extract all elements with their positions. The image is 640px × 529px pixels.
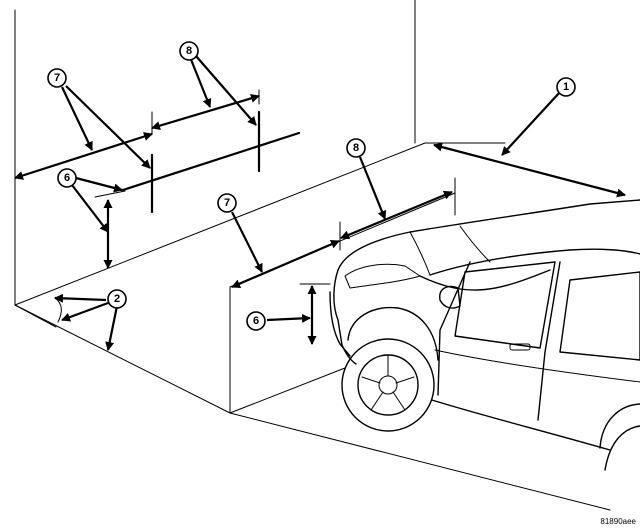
dimension-arrow-7-vehicle <box>231 239 340 289</box>
vehicle-grille <box>344 263 421 289</box>
callout-8-wall: 8 <box>179 41 199 61</box>
dimension-arrow-1-floor-depth <box>433 142 626 198</box>
vehicle-cowl-line <box>419 269 551 291</box>
vehicle-bumper-lower <box>329 291 351 357</box>
callout-8-wall-label: 8 <box>186 45 192 57</box>
callout-7-wall: 7 <box>47 68 67 88</box>
leader-arrow-7a-right <box>65 85 151 169</box>
partition-floor-edge <box>229 367 346 414</box>
floor-angle-arc <box>54 297 62 323</box>
leader-arrow-7a-left <box>61 86 93 151</box>
wall-reference-bar <box>121 131 301 192</box>
floor-angle-leg <box>14 304 57 328</box>
vehicle-b-pillar <box>537 261 561 421</box>
vehicle-rear-door-window <box>559 271 640 361</box>
vehicle-door-handle <box>509 343 531 351</box>
leader-arrow-2a <box>54 293 107 303</box>
callout-6-vehicle-label: 6 <box>253 315 259 327</box>
floor-right-front-edge <box>229 412 611 511</box>
callout-8-vehicle: 8 <box>346 138 366 158</box>
leader-arrow-8a-left <box>188 56 212 108</box>
vehicle-hood-centerline <box>459 225 491 263</box>
dimension-arrow-8-wall <box>151 93 260 131</box>
vehicle-front-hub <box>378 375 398 395</box>
floor-reference-line <box>94 190 126 198</box>
dimension-arrow-7-wall <box>14 132 153 180</box>
measurement-arrows <box>14 55 626 351</box>
wall-floor-corner-line <box>14 142 426 306</box>
leader-arrow-6b <box>266 313 311 323</box>
leader-arrow-2c <box>105 305 119 351</box>
leader-arrow-7b <box>231 211 263 273</box>
figure-code: 81890aee <box>600 517 636 526</box>
vehicle-rocker-panel <box>431 399 611 451</box>
leader-arrow-8b <box>358 156 387 220</box>
vehicle-front-door-window <box>454 261 556 349</box>
callout-1: 1 <box>556 77 576 97</box>
callout-6-wall-label: 6 <box>64 172 70 184</box>
leader-arrow-8a-right <box>195 55 257 126</box>
callout-7-vehicle: 7 <box>217 193 237 213</box>
callout-6-vehicle: 6 <box>246 311 266 331</box>
leader-arrow-2b <box>61 301 109 322</box>
leader-arrow-1 <box>501 91 561 156</box>
vehicle-rear-fender-arch <box>599 403 640 449</box>
vehicle-windshield <box>429 248 640 276</box>
callout-2-label: 2 <box>114 293 120 305</box>
vehicle-hood-crease <box>409 231 431 276</box>
callout-1-label: 1 <box>563 81 569 93</box>
dimension-arrow-8-vehicle <box>340 190 453 240</box>
vehicle-front-tire <box>341 338 435 432</box>
callout-6-wall: 6 <box>57 168 77 188</box>
leader-arrow-6a-upper <box>75 176 123 193</box>
vehicle-illustration <box>329 199 640 471</box>
vehicle-front-fender-arch <box>347 306 439 361</box>
callout-8-vehicle-label: 8 <box>353 142 359 154</box>
vehicle-hood-outline <box>337 199 640 271</box>
vehicle-side-mirror <box>439 285 461 309</box>
vehicle-rim-spokes <box>361 354 415 411</box>
vehicle-a-pillar <box>437 261 471 396</box>
vehicle-rear-tire-hint <box>604 425 640 471</box>
vehicle-body-side-line <box>434 349 640 383</box>
callout-7-vehicle-label: 7 <box>224 197 230 209</box>
callout-7-wall-label: 7 <box>54 72 60 84</box>
callout-2: 2 <box>107 289 127 309</box>
floor-left-front-edge <box>14 304 231 414</box>
leader-arrow-6a-lower <box>71 184 109 233</box>
